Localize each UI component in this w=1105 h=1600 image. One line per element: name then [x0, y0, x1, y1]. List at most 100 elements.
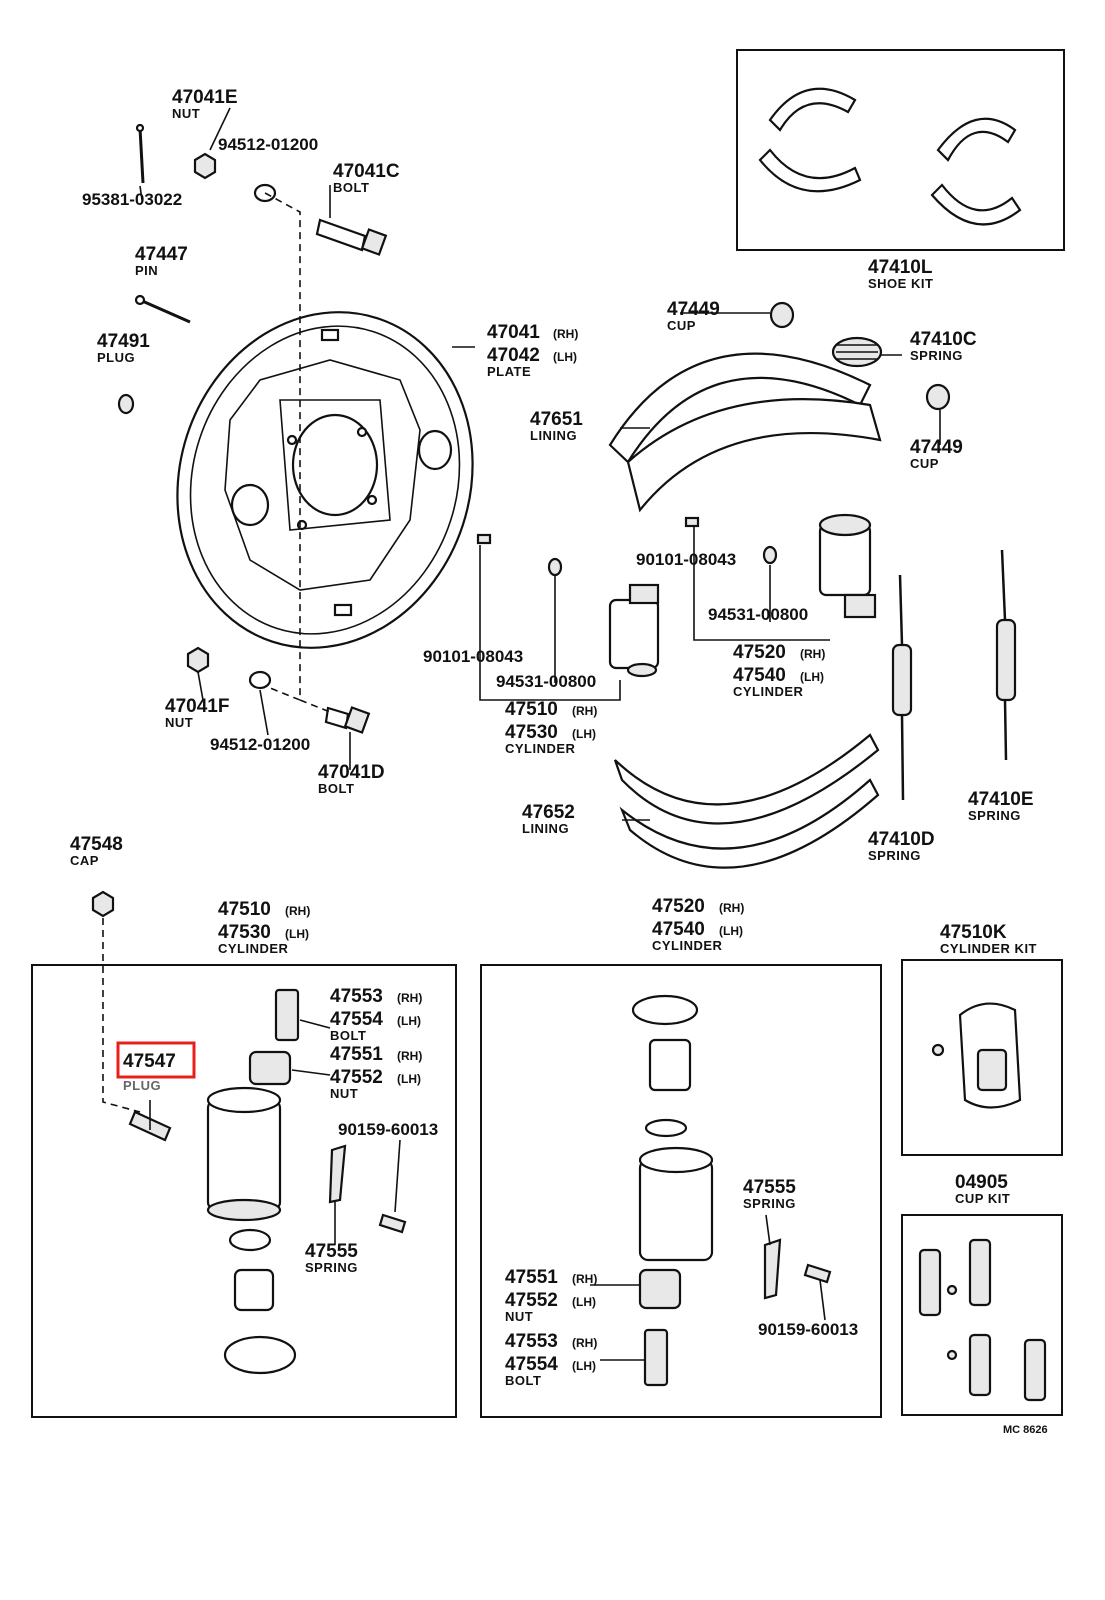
label-47041F: 47041F NUT — [165, 696, 229, 730]
svg-text:47491: 47491 — [97, 331, 150, 352]
cup-kit-box — [901, 1214, 1063, 1416]
cup-47449-right — [925, 383, 951, 411]
label-47553-54-right: 47553 (RH) 47554 (LH) BOLT — [505, 1331, 597, 1388]
svg-text:47652: 47652 — [522, 802, 575, 823]
svg-text:SPRING: SPRING — [868, 848, 921, 863]
svg-text:(LH): (LH) — [800, 670, 824, 684]
washer-94531-left — [547, 557, 563, 577]
cylinder-kit-box — [901, 959, 1063, 1156]
svg-text:47554: 47554 — [505, 1354, 558, 1375]
nut-47551-left — [248, 1050, 292, 1086]
svg-text:47041E: 47041E — [172, 87, 238, 108]
svg-text:47651: 47651 — [530, 409, 583, 430]
label-47510-30-top: 47510 (RH) 47530 (LH) CYLINDER — [505, 699, 597, 756]
svg-text:47041: 47041 — [487, 322, 540, 343]
svg-text:47555: 47555 — [743, 1177, 796, 1198]
svg-text:47551: 47551 — [505, 1267, 558, 1288]
label-47491: 47491 PLUG — [97, 331, 150, 365]
left-cylinder-box — [31, 964, 457, 1418]
label-47520-40-box: 47520 (RH) 47540 (LH) CYLINDER — [652, 896, 744, 953]
svg-text:SPRING: SPRING — [968, 808, 1021, 823]
screw-90101-right — [684, 516, 700, 528]
svg-text:CYLINDER: CYLINDER — [733, 684, 804, 699]
label-95381-03022: 95381-03022 — [82, 190, 182, 209]
bolt-47553-right — [643, 1328, 669, 1387]
svg-text:47410L: 47410L — [868, 257, 933, 278]
svg-text:(RH): (RH) — [553, 327, 578, 341]
label-90159-60013-left: 90159-60013 — [338, 1120, 438, 1139]
shoe-kit-box — [736, 49, 1065, 251]
svg-text:SPRING: SPRING — [910, 348, 963, 363]
svg-text:(RH): (RH) — [397, 1049, 422, 1063]
svg-text:CYLINDER: CYLINDER — [652, 938, 723, 953]
svg-text:CUP KIT: CUP KIT — [955, 1191, 1010, 1206]
svg-text:(RH): (RH) — [800, 647, 825, 661]
pin-47447 — [134, 294, 191, 324]
svg-text:CYLINDER: CYLINDER — [505, 741, 576, 756]
shoe-kit-shoes — [758, 87, 1022, 226]
spring-47410E — [995, 549, 1017, 761]
cup-kit-parts — [918, 1238, 1047, 1402]
label-47041C: 47041C BOLT — [333, 161, 400, 195]
svg-text:47410C: 47410C — [910, 329, 977, 350]
svg-text:(LH): (LH) — [285, 927, 309, 941]
label-47555-right: 47555 SPRING — [743, 1177, 796, 1211]
svg-text:(LH): (LH) — [719, 924, 743, 938]
svg-text:47552: 47552 — [505, 1290, 558, 1311]
label-47041E: 47041E NUT — [172, 87, 238, 121]
svg-text:47530: 47530 — [505, 722, 558, 743]
svg-text:95381-03022: 95381-03022 — [82, 190, 182, 209]
label-47449-top: 47449 CUP — [667, 299, 720, 333]
upper-shoe-lining — [608, 352, 882, 513]
svg-text:(LH): (LH) — [572, 1359, 596, 1373]
svg-text:SPRING: SPRING — [743, 1196, 796, 1211]
label-47551-52-left: 47551 (RH) 47552 (LH) NUT — [330, 1044, 422, 1101]
svg-text:47042: 47042 — [487, 345, 540, 366]
svg-text:47540: 47540 — [733, 665, 786, 686]
svg-text:NUT: NUT — [330, 1086, 358, 1101]
svg-text:PIN: PIN — [135, 263, 158, 278]
svg-text:47041F: 47041F — [165, 696, 229, 717]
label-94531-00800-left: 94531-00800 — [496, 672, 596, 691]
svg-text:47548: 47548 — [70, 834, 123, 855]
bolt-47041D — [324, 706, 371, 734]
svg-text:47449: 47449 — [667, 299, 720, 320]
svg-text:90101-08043: 90101-08043 — [636, 550, 736, 569]
svg-text:90159-60013: 90159-60013 — [338, 1120, 438, 1139]
label-47555-left: 47555 SPRING — [305, 1241, 358, 1275]
svg-text:04905: 04905 — [955, 1172, 1008, 1193]
label-04905: 04905 CUP KIT — [955, 1172, 1010, 1206]
cylinder-body-right — [631, 994, 714, 1262]
washer-94531-right — [762, 545, 778, 565]
svg-text:CAP: CAP — [70, 853, 99, 868]
screw-90159-right — [803, 1263, 832, 1284]
wheel-cylinder-47510-upper — [608, 583, 660, 678]
svg-text:SHOE KIT: SHOE KIT — [868, 276, 933, 291]
leader-lines-left-box — [149, 1019, 401, 1245]
svg-text:BOLT: BOLT — [505, 1373, 541, 1388]
leader-lines-right-box — [590, 1214, 826, 1361]
svg-text:47554: 47554 — [330, 1009, 383, 1030]
nut-47551-right — [638, 1268, 682, 1310]
svg-text:NUT: NUT — [505, 1309, 533, 1324]
svg-text:CYLINDER KIT: CYLINDER KIT — [940, 941, 1037, 956]
label-90101-08043-right: 90101-08043 — [636, 550, 736, 569]
svg-text:47410E: 47410E — [968, 789, 1034, 810]
label-90101-08043-left: 90101-08043 — [423, 647, 523, 666]
label-47520-40-top: 47520 (RH) 47540 (LH) CYLINDER — [733, 642, 825, 699]
svg-text:90101-08043: 90101-08043 — [423, 647, 523, 666]
svg-text:(RH): (RH) — [285, 904, 310, 918]
label-47547[interactable]: 47547 PLUG — [116, 1041, 196, 1093]
svg-text:(LH): (LH) — [572, 727, 596, 741]
label-47410L: 47410L SHOE KIT — [868, 257, 933, 291]
svg-text:CUP: CUP — [910, 456, 939, 471]
cylinder-body-left — [206, 1086, 282, 1222]
svg-text:BOLT: BOLT — [333, 180, 369, 195]
cylinder-kit-parts — [931, 1002, 1022, 1109]
svg-text:NUT: NUT — [165, 715, 193, 730]
svg-text:47510: 47510 — [505, 699, 558, 720]
cap-47548 — [91, 890, 115, 918]
svg-text:47552: 47552 — [330, 1067, 383, 1088]
leader-lines-upper — [139, 107, 941, 821]
svg-text:NUT: NUT — [172, 106, 200, 121]
